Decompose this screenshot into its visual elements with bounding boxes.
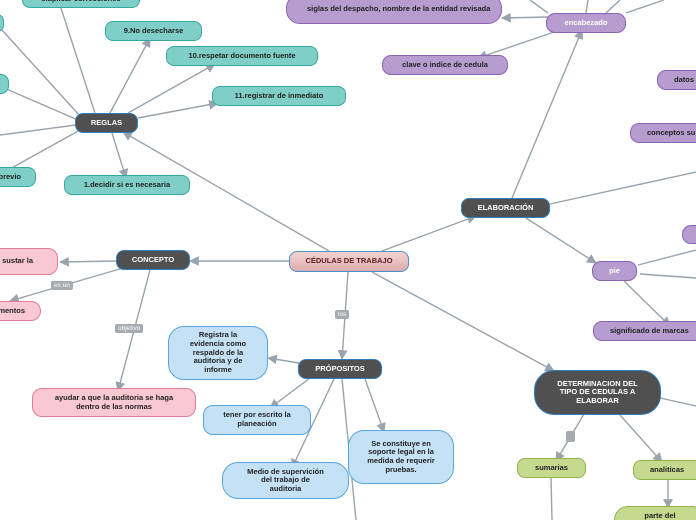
connector-line: [619, 414, 663, 463]
connector-line: [529, 0, 549, 14]
connector-line: [659, 397, 696, 407]
connector-line: [291, 378, 335, 469]
connector-line: [59, 4, 96, 114]
proposito-3[interactable]: Medio de supervición del trabajo de audi…: [222, 462, 349, 499]
connector-line: [605, 0, 621, 14]
proposito-2[interactable]: tener por escrito la planeación: [203, 405, 311, 435]
connector-line: [1, 29, 81, 117]
determinacion-analiticas[interactable]: analiticas: [633, 460, 696, 480]
central-topic[interactable]: CÉDULAS DE TRABAJO: [289, 251, 409, 272]
regla-9[interactable]: 9.No desecharse: [105, 21, 202, 41]
connector-line: [59, 256, 117, 267]
branch-concepto[interactable]: CONCEPTO: [116, 250, 190, 270]
branch-propositos[interactable]: PRÓPOSITOS: [298, 359, 382, 379]
connector-line: [623, 280, 671, 327]
branch-elaboracion[interactable]: ELABORACIÓN: [461, 198, 550, 218]
label-determinacion: [566, 431, 575, 442]
proposito-1[interactable]: Registra la evidencia como respaldo de l…: [168, 326, 268, 380]
connector-line: [639, 273, 696, 279]
concepto-item-2[interactable]: mentos: [0, 301, 41, 321]
connector-line: [127, 63, 216, 114]
concepto-item-3[interactable]: ayudar a que la auditoria se haga dentro…: [32, 388, 196, 417]
label-es-un: es un: [51, 281, 73, 290]
elaboracion-encabezado[interactable]: encabezado: [546, 13, 626, 33]
connector-line: [109, 37, 151, 114]
elaboracion-offscreen[interactable]: [682, 225, 696, 244]
regla-10[interactable]: 10.respetar documento fuente: [166, 46, 318, 66]
regla-11[interactable]: 11.registrar de inmediato: [212, 86, 346, 106]
connector-line: [0, 124, 77, 136]
elaboracion-marcas[interactable]: significado de marcas: [593, 321, 696, 341]
connector-line: [585, 0, 589, 14]
connector-line: [364, 378, 386, 433]
elaboracion-datos[interactable]: datos: [657, 70, 696, 90]
regla-8[interactable]: 8.aplicar correcciones: [22, 0, 140, 8]
connector-line: [137, 99, 219, 119]
elaboracion-pie[interactable]: pie: [592, 261, 637, 281]
connector-line: [511, 29, 584, 199]
connector-line: [550, 477, 553, 520]
branch-determinacion[interactable]: DETERMINACION DEL TIPO DE CEDULAS A ELAB…: [534, 370, 661, 415]
connector-line: [477, 29, 561, 60]
connector-line: [637, 249, 696, 266]
connector-line: [501, 12, 549, 23]
connector-line: [111, 132, 129, 179]
elaboracion-conceptos[interactable]: conceptos su: [630, 123, 696, 143]
elaboracion-clave[interactable]: clave o indice de cedula: [382, 55, 508, 75]
determinacion-parte[interactable]: parte del: [614, 506, 696, 520]
concepto-item-1[interactable]: sustar la: [0, 248, 58, 275]
label-objetivo: objetivo: [115, 324, 144, 333]
connector-line: [625, 0, 665, 14]
connector-line: [525, 217, 597, 264]
determinacion-sumarias[interactable]: sumarias: [517, 458, 586, 478]
proposito-4[interactable]: Se constituye en soporte legal en la med…: [348, 430, 454, 484]
connector-line: [269, 377, 311, 409]
connector-line: [7, 129, 81, 171]
connector-line: [267, 354, 300, 365]
label-los: los: [335, 310, 350, 319]
connector-line: [122, 131, 330, 252]
elaboracion-siglas[interactable]: siglas del despacho, nombre de la entida…: [286, 0, 502, 24]
connector-line: [381, 214, 477, 252]
connector-line: [3, 87, 79, 121]
regla-previo[interactable]: previo: [0, 167, 36, 187]
connector-line: [371, 271, 555, 372]
regla-1[interactable]: 1.decidir si es necesaria: [64, 175, 190, 195]
connector-line: [549, 171, 696, 205]
branch-reglas[interactable]: REGLAS: [75, 113, 138, 133]
